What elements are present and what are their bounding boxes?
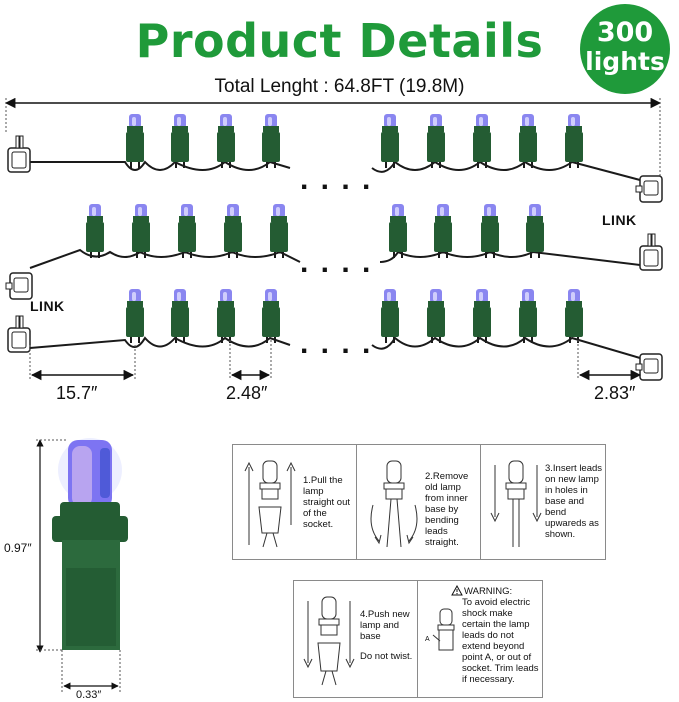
step-4-text: 4.Push new lamp and base <box>360 609 410 642</box>
warning-text: To avoid electric shock make certain the… <box>462 597 539 685</box>
total-length-label: Total Lenght : 64.8FT (19.8M) <box>214 76 465 97</box>
light-count-unit: lights <box>585 47 665 76</box>
warning-box: WARNING: To avoid electric shock make ce… <box>417 580 543 698</box>
tail-length-label: 2.83″ <box>594 383 636 403</box>
step-3-illustration <box>490 460 542 547</box>
step-4-box: 4.Push new lamp and base Do not twist. <box>293 580 419 698</box>
link-label-right: LINK <box>602 212 637 228</box>
step-4-illustration <box>303 596 355 686</box>
step-2-text: 2.Remove old lamp from inner base by ben… <box>425 471 469 548</box>
warning-heading: WARNING: <box>464 586 513 597</box>
step-2-box: 2.Remove old lamp from inner base by ben… <box>356 444 482 560</box>
step-3-text: 3.Insert leads on new lamp in holes in b… <box>545 463 603 540</box>
light-row-1 <box>7 113 663 203</box>
lead-length-label: 15.7″ <box>56 383 98 403</box>
string-lights-diagram <box>4 97 663 381</box>
step-1-illustration <box>244 460 296 548</box>
light-row-2 <box>5 203 663 300</box>
bulb-width-label: 0.33″ <box>76 689 102 701</box>
light-count-badge: 300 lights <box>580 4 670 94</box>
page-title: Product Details <box>135 14 544 68</box>
step-2-illustration <box>370 460 418 548</box>
bulb-height-label: 0.97″ <box>4 541 32 555</box>
step-3-box: 3.Insert leads on new lamp in holes in b… <box>480 444 606 560</box>
light-count: 300 <box>596 17 654 48</box>
link-label-left: LINK <box>30 298 65 314</box>
step-1-text: 1.Pull the lamp straight out of the sock… <box>303 475 350 530</box>
step-4-note: Do not twist. <box>360 651 413 662</box>
warning-illustration <box>432 608 455 651</box>
point-a-label: A <box>425 636 430 643</box>
bulb-spacing-label: 2.48″ <box>226 383 268 403</box>
bulb-closeup <box>36 438 128 692</box>
ellipsis-row-1: . . . . <box>300 163 373 196</box>
step-1-box: 1.Pull the lamp straight out of the sock… <box>232 444 358 560</box>
warning-icon <box>451 585 463 596</box>
ellipsis-row-3: . . . . <box>300 327 373 360</box>
light-row-3 <box>7 288 663 381</box>
ellipsis-row-2: . . . . <box>300 246 373 279</box>
